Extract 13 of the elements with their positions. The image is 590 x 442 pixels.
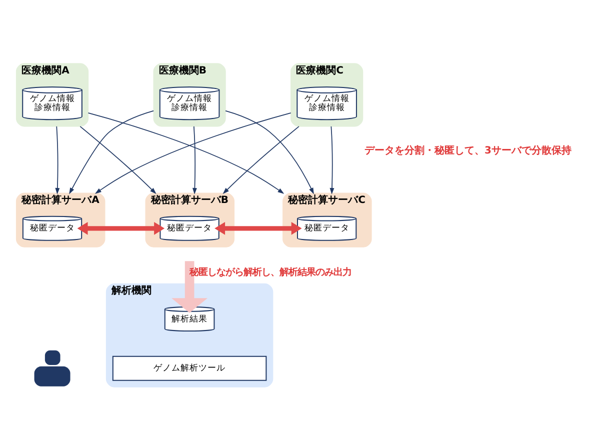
arrow — [80, 126, 156, 194]
arrow — [69, 110, 154, 194]
arrow — [330, 126, 334, 194]
arrow — [172, 261, 208, 313]
edge-label: 秘匿しながら解析し、解析結果のみ出力 — [190, 267, 352, 278]
arrow — [55, 126, 60, 194]
node-box: ゲノム解析ツール — [112, 356, 267, 381]
arrow — [225, 110, 314, 194]
arrow — [77, 222, 165, 235]
arrow — [222, 126, 300, 194]
arrow — [192, 126, 197, 194]
label: データを分割・秘匿して、3サーバで分散保持 — [364, 145, 572, 156]
arrow — [214, 222, 302, 235]
